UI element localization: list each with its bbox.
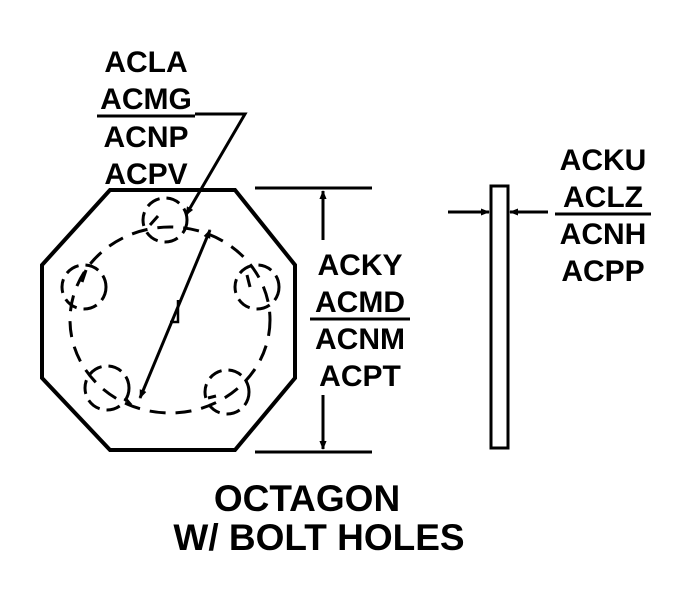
bolt-hole (233, 263, 281, 311)
title-line-2: W/ BOLT HOLES (173, 517, 464, 558)
thickness-label-2: ACLZ (563, 181, 643, 214)
bolt-circle (68, 225, 272, 415)
height-label-2: ACMD (315, 286, 405, 319)
bolt-label-leader (184, 112, 248, 216)
bolt-circle-label-4: ACPV (104, 158, 187, 191)
height-label-3: ACNM (315, 323, 405, 356)
bolt-circle-label-2: ACMG (100, 83, 192, 116)
bolt-circle-label-3: ACNP (103, 121, 188, 154)
thickness-label-4: ACPP (561, 255, 644, 288)
height-label-group: ACKY ACMD ACNM ACPT (310, 249, 410, 393)
thickness-label-1: ACKU (560, 144, 647, 177)
bolt-circle-label-group: ACLA ACMG ACNP ACPV (97, 46, 195, 191)
bolt-circle-label-1: ACLA (104, 46, 187, 79)
height-label-4: ACPT (319, 360, 401, 393)
thickness-label-3: ACNH (560, 218, 647, 251)
bolt-hole (203, 368, 251, 416)
title-line-1: OCTAGON (214, 478, 400, 519)
bolt-circle-diameter-line (138, 229, 212, 399)
thickness-label-group: ACKU ACLZ ACNH ACPP (555, 144, 651, 288)
bolt-hole (83, 364, 131, 412)
height-label-1: ACKY (317, 249, 402, 282)
bolt-hole (60, 263, 108, 311)
plate-side-view (489, 184, 510, 450)
octagon-outline (40, 188, 297, 452)
bolt-hole (141, 196, 189, 244)
